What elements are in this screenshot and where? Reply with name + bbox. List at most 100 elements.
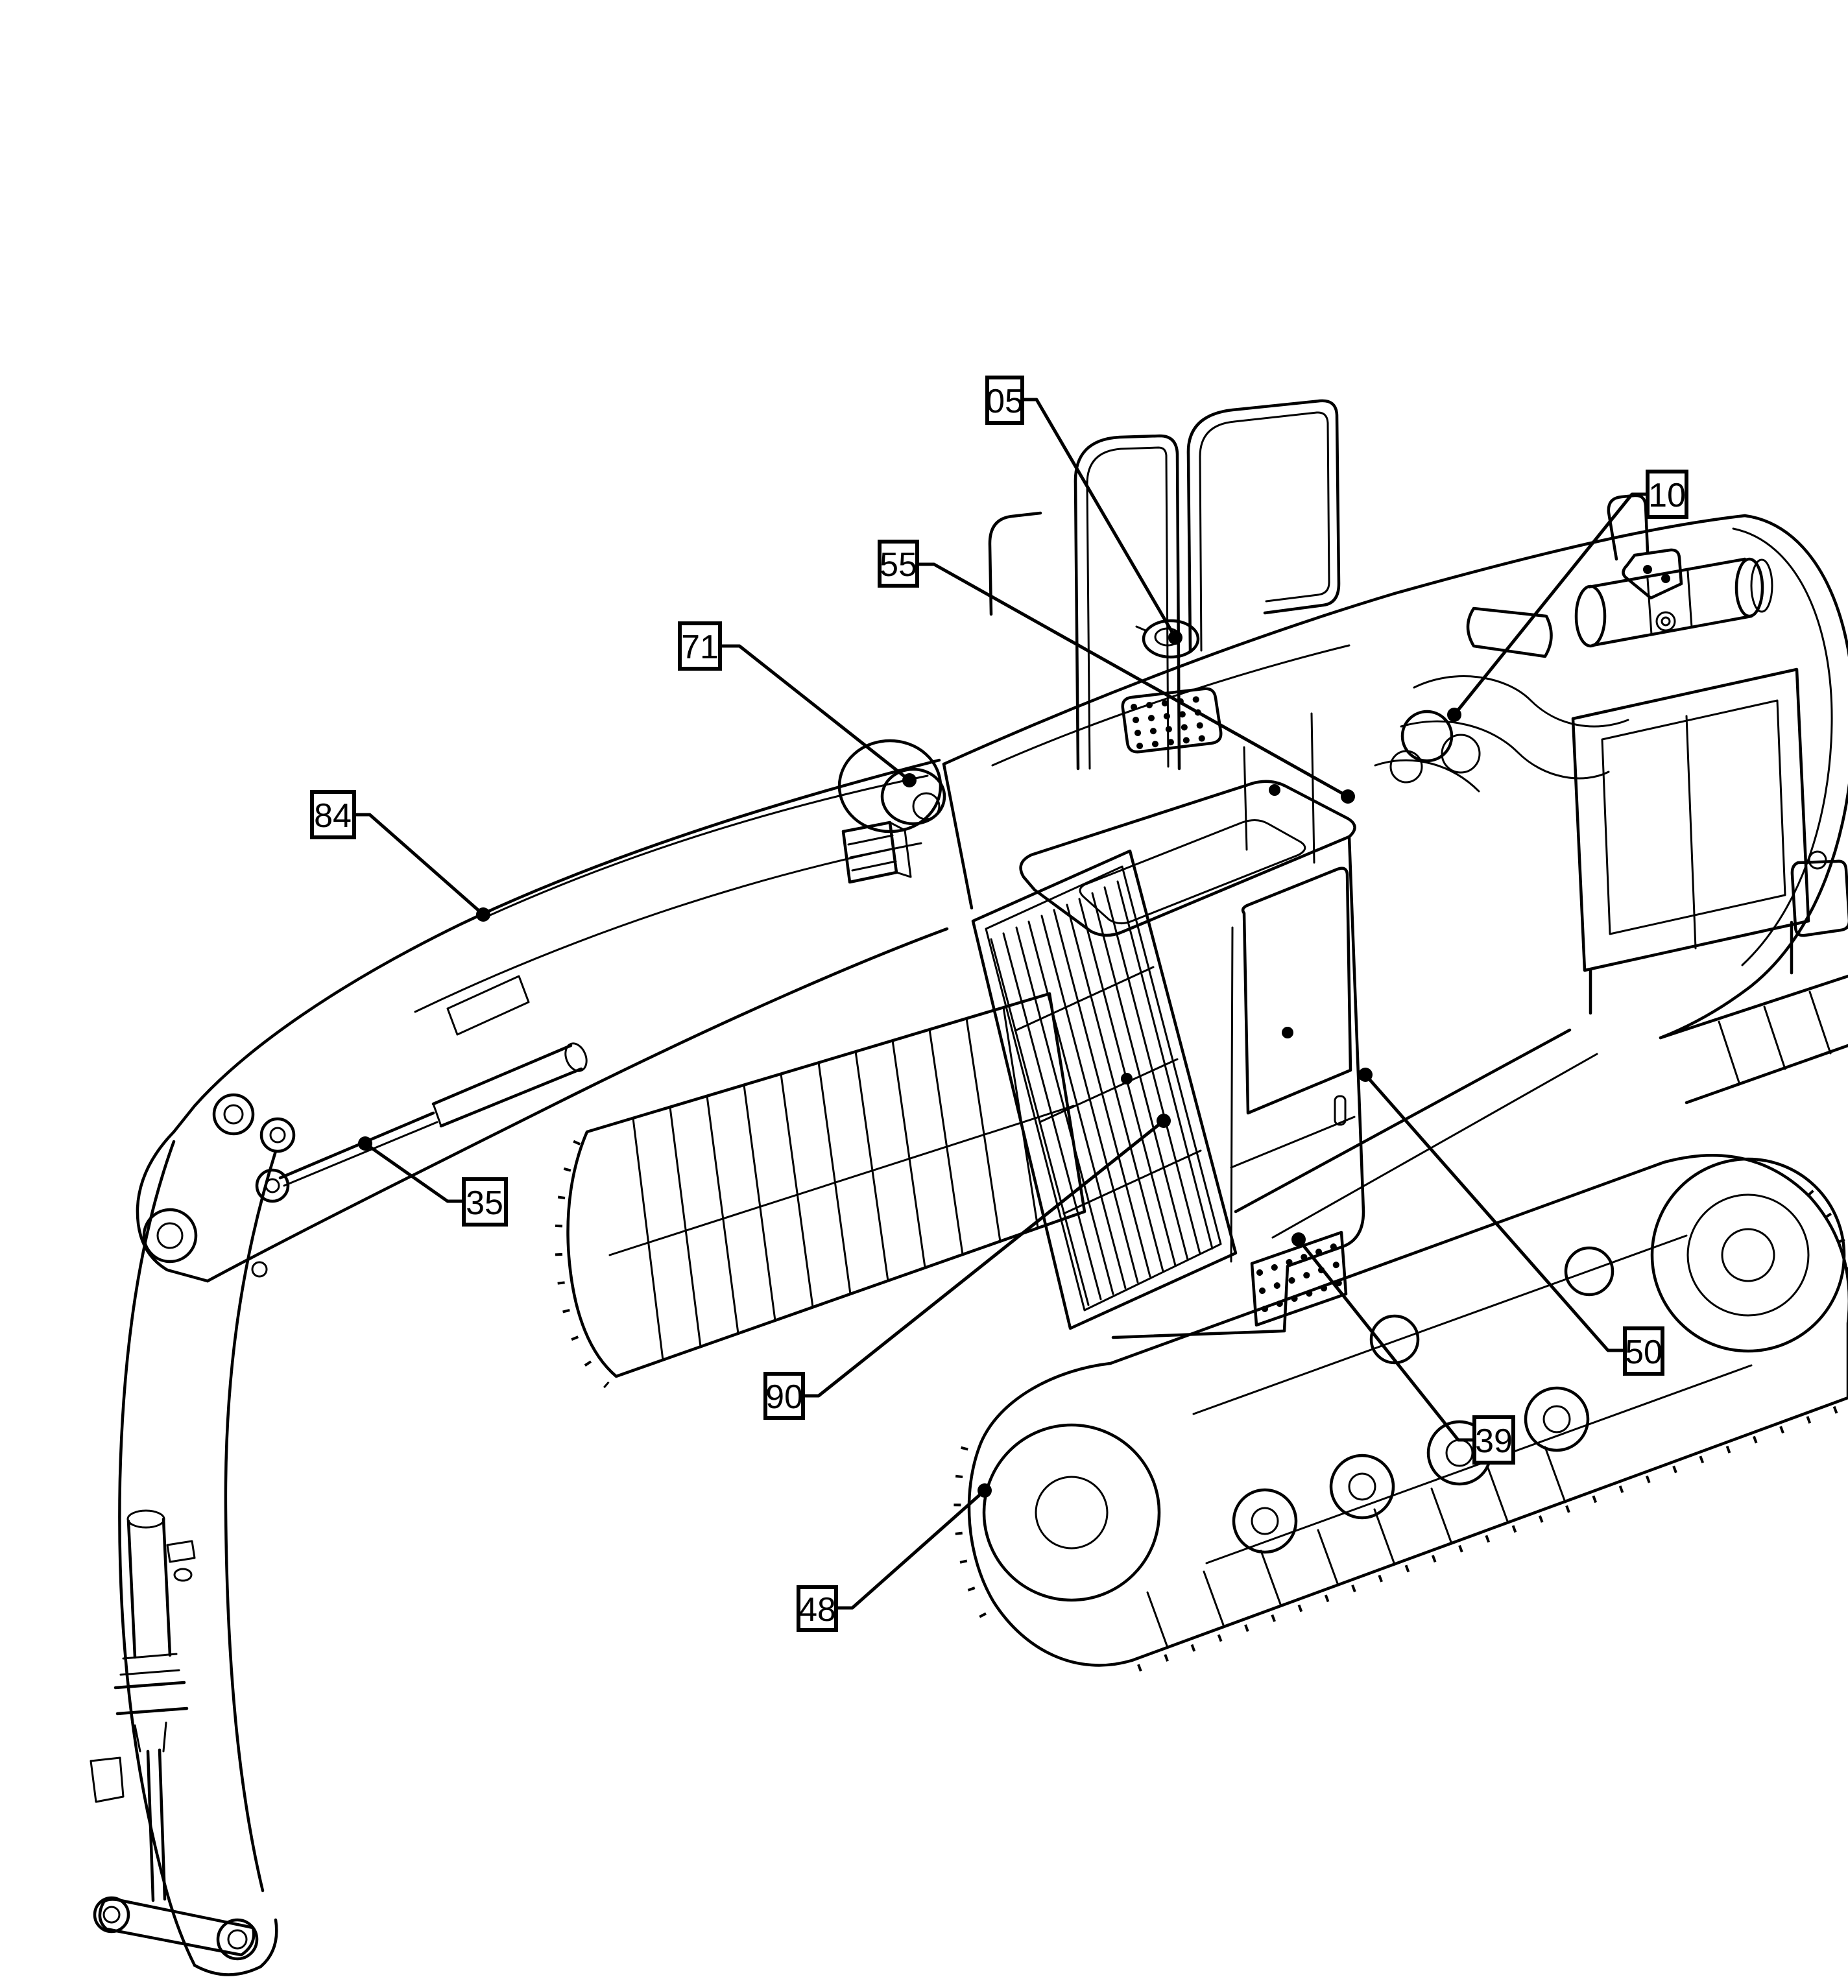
door-handle (1334, 1095, 1347, 1126)
barrel-end (564, 1042, 588, 1072)
pipe (1400, 720, 1610, 780)
handrail-loop-right-inner (1199, 411, 1330, 652)
link-pivot (93, 1896, 130, 1934)
cap-notch (1135, 625, 1147, 632)
callout-label: 71 (681, 629, 719, 666)
roller-hub (1251, 1507, 1279, 1535)
callout-box (1623, 1326, 1664, 1376)
arm-outer-edge (118, 1140, 197, 1967)
cooler-core (1601, 699, 1786, 935)
slat (669, 1106, 702, 1348)
sprocket-mid (1686, 1193, 1810, 1317)
slat (1808, 990, 1832, 1055)
callout-10: 10 (1447, 470, 1688, 722)
roller-hub (1445, 1439, 1474, 1467)
handrails (988, 399, 1341, 771)
slat (743, 1084, 776, 1322)
boss-bore (912, 792, 941, 820)
idler (982, 1423, 1161, 1602)
air-cleaner-left-end (1574, 584, 1607, 648)
step-holes (1259, 1260, 1343, 1294)
arm-inner-edge (224, 1149, 278, 1893)
slat (854, 1050, 889, 1282)
rod-clevis (255, 1168, 290, 1203)
gland-ring (122, 1653, 178, 1660)
arm-eye-2 (259, 1117, 296, 1153)
callout-label: 50 (1625, 1334, 1662, 1371)
body-side-line (1234, 1028, 1572, 1214)
callout-box (985, 376, 1024, 425)
cyl-barrel (162, 1517, 172, 1657)
light-grid (847, 834, 894, 846)
right-track-rear (1659, 974, 1848, 1105)
leader-line (1364, 1073, 1625, 1352)
rod-2 (283, 1121, 438, 1187)
arm-tip (193, 1918, 278, 1976)
callout-label: 84 (314, 797, 352, 835)
leader-dot (1447, 708, 1461, 722)
slat (1763, 1005, 1786, 1070)
slat (1430, 1487, 1453, 1545)
air-cleaner-right-end (1734, 557, 1764, 618)
vent-holes (1131, 695, 1212, 710)
roller (1524, 1386, 1590, 1452)
slat (965, 1017, 1002, 1243)
leader-line (1453, 492, 1648, 716)
boom-upper-edge (172, 758, 941, 1134)
callout-50: 50 (1358, 1068, 1664, 1376)
leader-line (720, 644, 911, 782)
engine-compartment (1374, 494, 1848, 1015)
near-track-teeth-bottom (1137, 1402, 1847, 1672)
pipe (1374, 759, 1480, 793)
callout-box (462, 1177, 508, 1227)
near-track-slats (1146, 1446, 1566, 1649)
sprocket-hub (1721, 1228, 1775, 1282)
boom-foot-eye-inner (156, 1222, 184, 1249)
rod (278, 1111, 435, 1180)
front-guard (971, 849, 1238, 1330)
slat (1317, 1529, 1339, 1587)
slat (1203, 1570, 1225, 1628)
stanchion (1243, 746, 1248, 851)
callouts: 05 10 55 71 84 (310, 376, 1688, 1632)
callout-box (1646, 470, 1688, 519)
cooler-divider (1685, 715, 1697, 950)
guard-rail (1062, 1149, 1202, 1215)
step-holes (1256, 1242, 1341, 1276)
collar (114, 1681, 186, 1690)
hydraulic-pumps (1389, 710, 1481, 784)
barrel-top (431, 1044, 573, 1106)
grommet (1655, 611, 1676, 632)
carrier-roller (1564, 1246, 1614, 1297)
hose-fitting-2 (173, 1568, 193, 1582)
track-rollers (1232, 1246, 1614, 1554)
slat (706, 1095, 739, 1335)
callout-box (797, 1585, 838, 1632)
door-panel-line (1230, 1116, 1356, 1169)
bracket (90, 1756, 125, 1803)
handrail-loop-left-inner (1086, 446, 1170, 770)
arm-eye-2-inner (269, 1127, 286, 1144)
access-step (1250, 1230, 1348, 1327)
slat (1260, 1550, 1282, 1607)
pump (1389, 750, 1423, 784)
vent-holes (1134, 721, 1216, 736)
leader-dot (1358, 1068, 1373, 1082)
leader-line (917, 562, 1349, 798)
barrel-bottom (439, 1067, 583, 1128)
boom-nose (136, 1130, 210, 1283)
boom-foot-eye (142, 1208, 198, 1263)
exhaust-stack (1607, 494, 1650, 561)
slat (1718, 1020, 1741, 1086)
vent-plate-outline (1121, 687, 1223, 754)
boom-seam (414, 842, 922, 1013)
light-side (889, 821, 912, 878)
callout-71: 71 (678, 621, 917, 787)
pump (1400, 710, 1454, 763)
hose-fitting (166, 1540, 196, 1563)
arm (118, 1093, 296, 1976)
upperstructure (942, 514, 1848, 1239)
handrail-loop-right (1186, 399, 1341, 654)
slat (891, 1039, 926, 1269)
